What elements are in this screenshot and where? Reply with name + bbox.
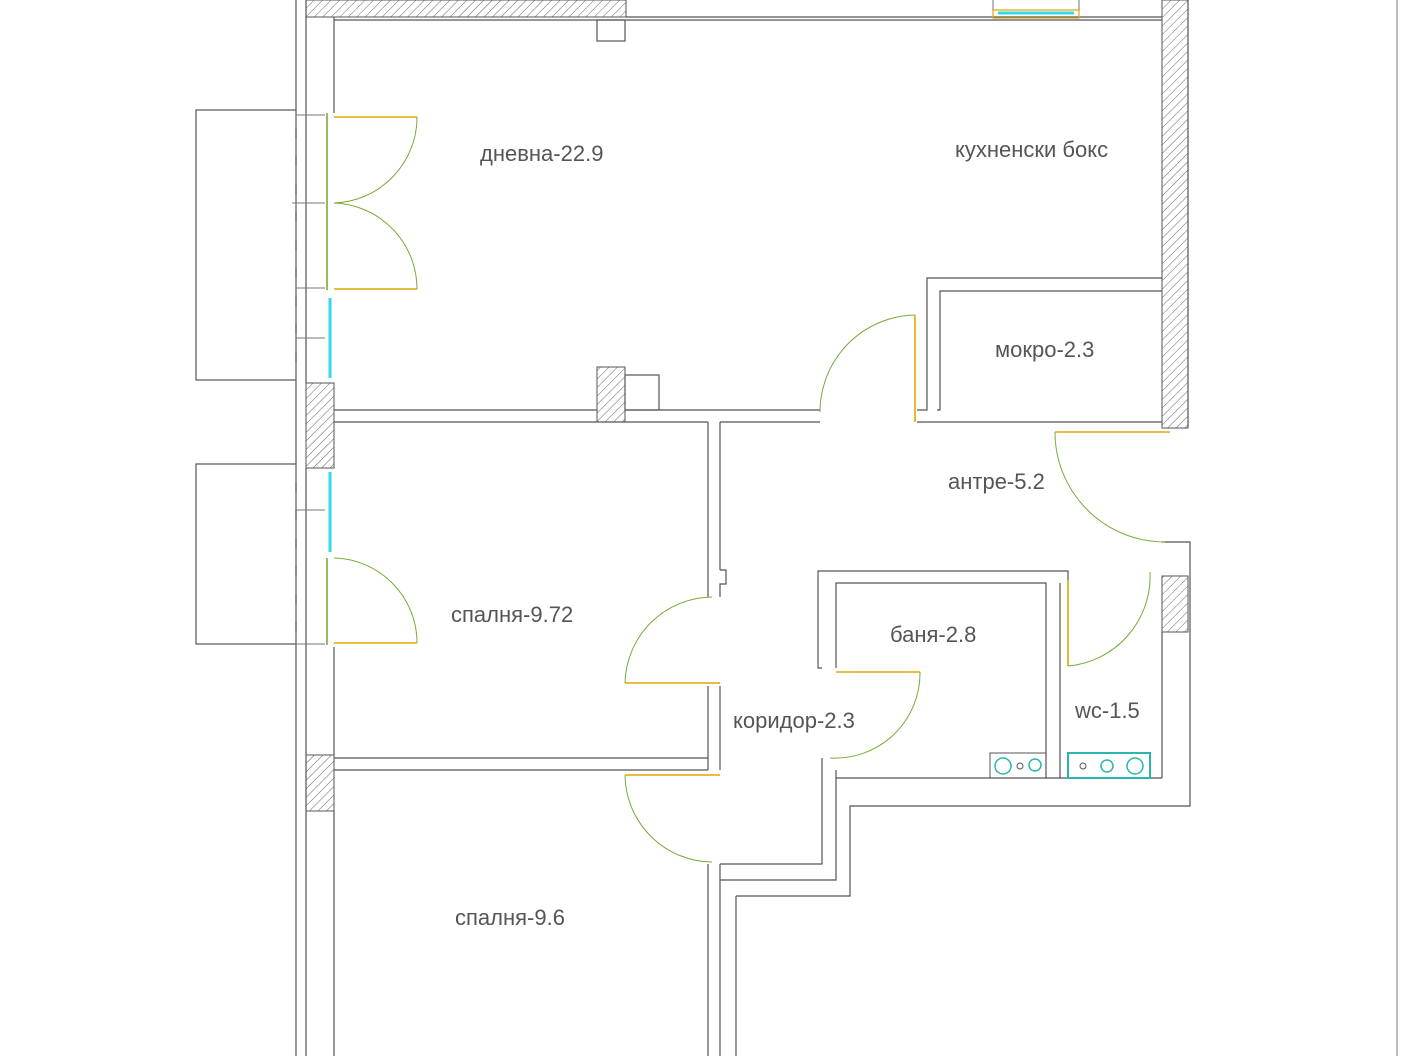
label-bedroom1: спалня-9.72	[451, 602, 573, 627]
wall-right-hatch	[1161, 0, 1189, 429]
column-lower-hatch	[305, 754, 335, 812]
walls	[195, 0, 1191, 1056]
wall-top-hatch	[305, 0, 627, 18]
column-wc-hatch	[1161, 575, 1189, 633]
doors	[326, 113, 1170, 863]
label-living: дневна-22.9	[480, 141, 603, 166]
column-mid-hatch	[596, 366, 626, 423]
column-left-hatch	[305, 382, 335, 469]
bath-sink	[989, 752, 1047, 779]
room-labels: дневна-22.9 кухненски бокс мокро-2.3 ант…	[451, 137, 1140, 930]
hatched-walls	[305, 0, 1189, 812]
label-hall: антре-5.2	[948, 469, 1045, 494]
window-top	[992, 9, 1080, 19]
label-wet: мокро-2.3	[995, 337, 1094, 362]
windows	[328, 0, 1080, 552]
wc-fixture	[1067, 752, 1151, 779]
label-kitchen: кухненски бокс	[955, 137, 1108, 162]
label-bedroom2: спалня-9.6	[455, 905, 565, 930]
label-bath: баня-2.8	[890, 622, 976, 647]
label-wc: wc-1.5	[1074, 698, 1140, 723]
label-corridor: коридор-2.3	[733, 708, 855, 733]
fixtures	[989, 752, 1151, 779]
